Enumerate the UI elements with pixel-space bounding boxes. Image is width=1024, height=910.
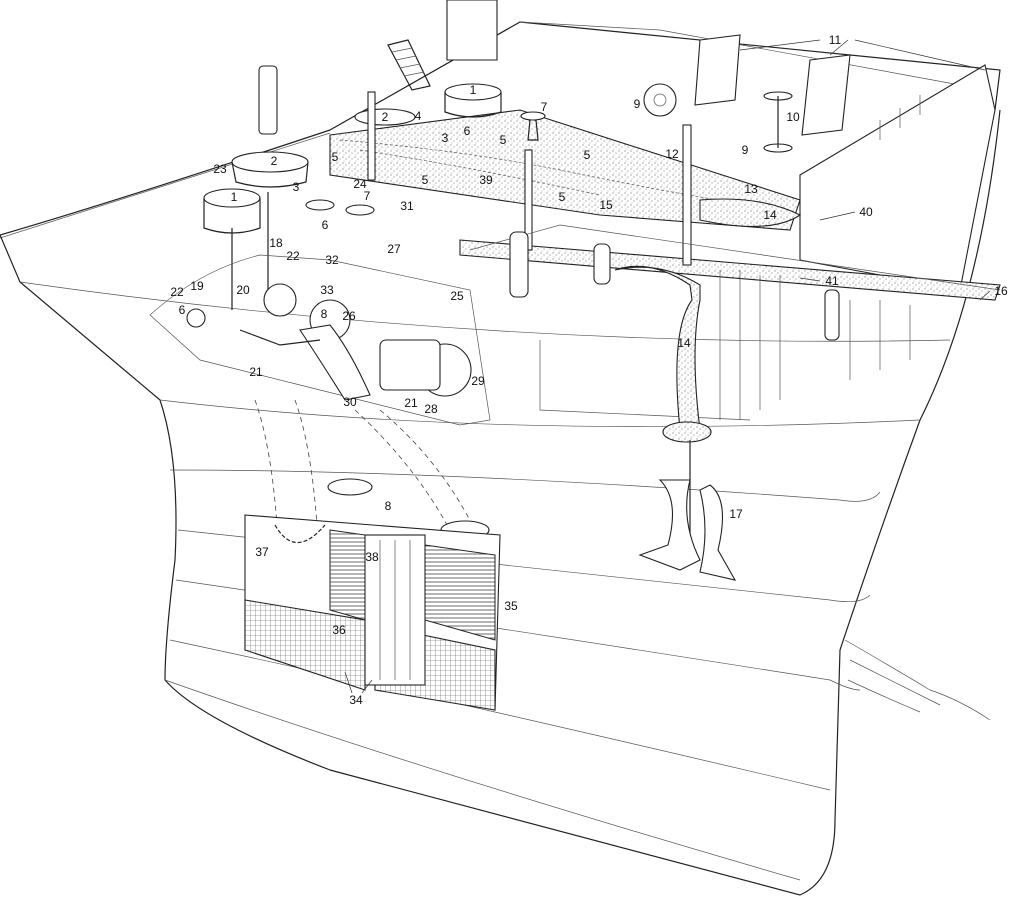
- callout-label-8: 8: [384, 499, 392, 513]
- callout-label-31: 31: [400, 199, 414, 213]
- callout-label-33: 33: [320, 283, 334, 297]
- callout-label-5: 5: [558, 190, 566, 204]
- callout-label-16: 16: [994, 284, 1008, 298]
- callout-label-39: 39: [479, 173, 493, 187]
- callout-label-1: 1: [469, 83, 477, 97]
- callout-label-2: 2: [270, 154, 278, 168]
- callout-label-7: 7: [363, 189, 371, 203]
- callout-label-30: 30: [343, 395, 357, 409]
- callout-label-3: 3: [292, 180, 300, 194]
- callout-label-11: 11: [828, 33, 842, 47]
- callout-label-25: 25: [450, 289, 464, 303]
- callout-label-15: 15: [599, 198, 613, 212]
- callout-label-35: 35: [504, 599, 518, 613]
- callout-label-5: 5: [421, 173, 429, 187]
- callout-label-14: 14: [677, 336, 691, 350]
- callout-label-4: 4: [414, 109, 422, 123]
- callout-label-9: 9: [633, 97, 641, 111]
- callout-leaders: [344, 39, 991, 694]
- forepeak-compartment: [469, 224, 1001, 421]
- callout-label-24: 24: [353, 177, 367, 191]
- callout-label-2: 2: [381, 110, 389, 124]
- callout-label-5: 5: [331, 150, 339, 164]
- callout-label-32: 32: [325, 253, 339, 267]
- callout-label-13: 13: [744, 182, 758, 196]
- windlass-machinery: [149, 254, 491, 426]
- callout-label-3: 3: [441, 131, 449, 145]
- callout-label-22: 22: [286, 249, 300, 263]
- callout-label-1: 1: [230, 190, 238, 204]
- callout-label-26: 26: [342, 309, 356, 323]
- callout-label-6: 6: [178, 303, 186, 317]
- callout-label-36: 36: [332, 623, 346, 637]
- callout-label-34: 34: [349, 693, 363, 707]
- callout-label-6: 6: [321, 218, 329, 232]
- callout-label-5: 5: [583, 148, 591, 162]
- callout-label-6: 6: [463, 124, 471, 138]
- chain-pipes: [254, 399, 490, 621]
- forecastle-deck: [0, 0, 1001, 239]
- callout-label-38: 38: [365, 550, 379, 564]
- callout-label-12: 12: [665, 147, 679, 161]
- callout-label-7: 7: [540, 100, 548, 114]
- callout-label-20: 20: [236, 283, 250, 297]
- callout-label-5: 5: [499, 133, 507, 147]
- callout-label-28: 28: [424, 402, 438, 416]
- callout-label-21: 21: [404, 396, 418, 410]
- callout-label-8: 8: [320, 307, 328, 321]
- callout-label-10: 10: [786, 110, 800, 124]
- callout-label-14: 14: [763, 208, 777, 222]
- callout-label-9: 9: [741, 143, 749, 157]
- callout-label-22: 22: [170, 285, 184, 299]
- callout-label-19: 19: [190, 279, 204, 293]
- callout-label-21: 21: [249, 365, 263, 379]
- callout-label-17: 17: [729, 507, 743, 521]
- callout-label-23: 23: [213, 162, 227, 176]
- chain-locker: [244, 514, 501, 711]
- windlass-gear: [203, 34, 851, 310]
- hawse-pipe-and-anchor: [614, 265, 737, 581]
- callout-label-37: 37: [255, 545, 269, 559]
- callout-label-41: 41: [825, 274, 839, 288]
- callout-label-27: 27: [387, 242, 401, 256]
- callout-label-29: 29: [471, 374, 485, 388]
- callout-label-40: 40: [859, 205, 873, 219]
- callout-label-18: 18: [269, 236, 283, 250]
